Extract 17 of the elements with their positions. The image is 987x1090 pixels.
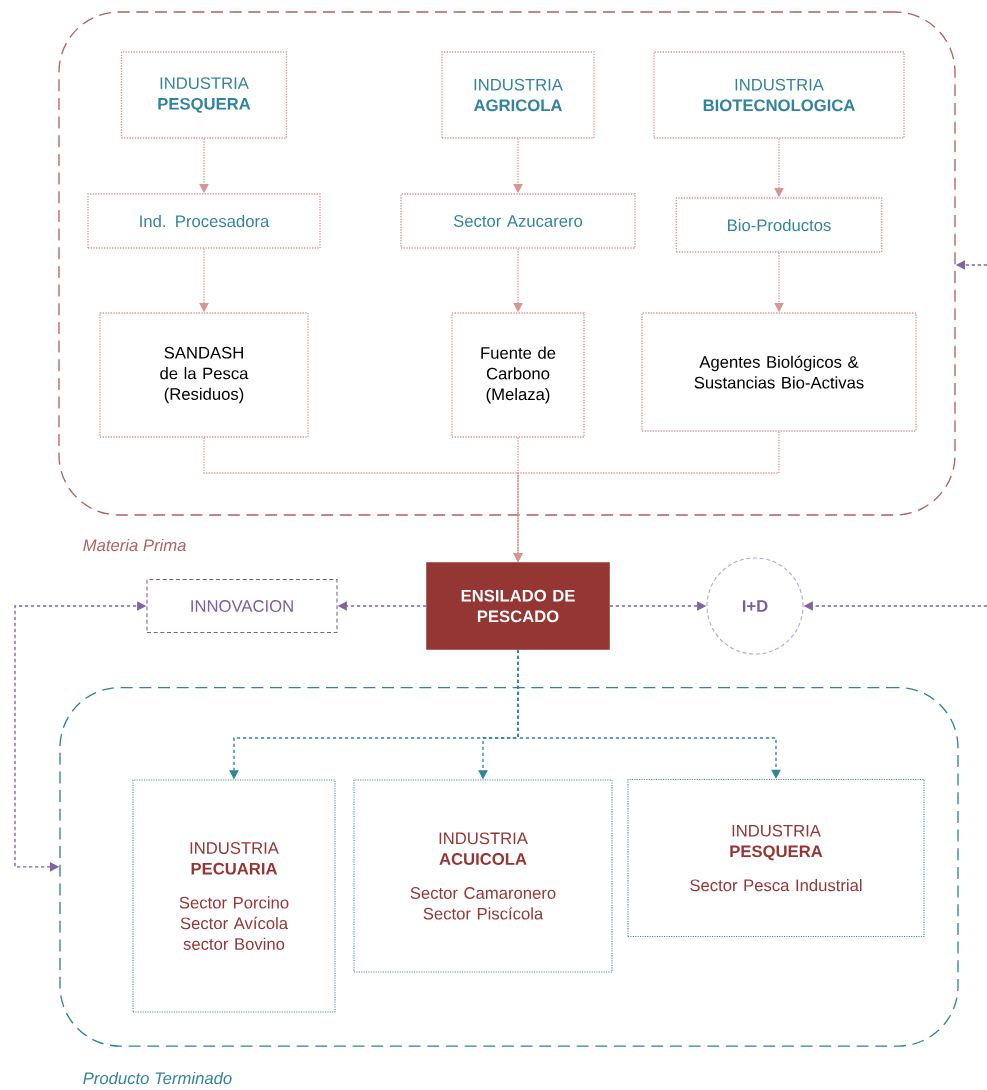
material-box: SANDASH de la Pesca (Residuos) bbox=[99, 312, 309, 438]
industry-box: INDUSTRIA AGRICOLA bbox=[441, 51, 595, 139]
material-box: Agentes Biológicos & Sustancias Bio-Activas bbox=[641, 312, 917, 432]
sector-box: Ind. Procesadora bbox=[87, 193, 321, 249]
material-box: Fuente de Carbono (Melaza) bbox=[451, 312, 585, 438]
node-label: Producto Terminado bbox=[83, 1071, 232, 1085]
industry-box: INDUSTRIA PESQUERA Sector Pesca Industrial bbox=[627, 778, 925, 938]
sector-box: Sector Azucarero bbox=[400, 193, 636, 249]
arrow bbox=[517, 649, 781, 779]
industry-box: INDUSTRIA PECUARIA Sector Porcino Sector Avícola sector Bovino bbox=[132, 779, 336, 1013]
node-label: Materia Prima bbox=[83, 538, 186, 552]
industry-box: INDUSTRIA ACUICOLA Sector Camaronero Sector Piscícola bbox=[353, 779, 613, 973]
process-box: ENSILADO DE PESCADO bbox=[426, 562, 610, 650]
industry-box: INDUSTRIA PESQUERA bbox=[120, 51, 288, 139]
innovation-box: INNOVACION bbox=[146, 578, 338, 634]
industry-box: INDUSTRIA BIOTECNOLOGICA bbox=[653, 51, 905, 139]
sector-box: Bio-Productos bbox=[675, 197, 883, 253]
